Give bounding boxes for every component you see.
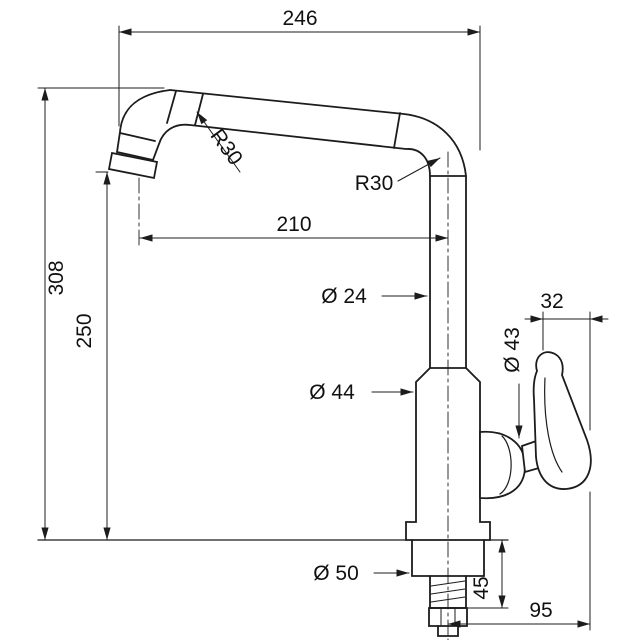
leader-spout-bend-radius: R30 bbox=[196, 111, 247, 173]
faucet-outline bbox=[115, 89, 491, 541]
dim-handle-width: 32 bbox=[524, 290, 609, 431]
leader-riser-bend-radius: R30 bbox=[355, 157, 441, 195]
bend-tangent-tick-1 bbox=[166, 90, 177, 124]
dim-handle-width-label: 32 bbox=[540, 290, 563, 313]
faucet-drawing bbox=[107, 89, 592, 637]
dim-overall-width-label: 246 bbox=[282, 7, 317, 30]
leader-cartridge-diameter: Ø 43 bbox=[501, 327, 524, 439]
leader-line bbox=[196, 111, 241, 173]
dim-spout-reach-label: 210 bbox=[276, 213, 311, 236]
handle-lever bbox=[532, 351, 592, 490]
leader-spout-tube-diameter: Ø 24 bbox=[321, 285, 428, 308]
dim-handle-projection: 95 bbox=[447, 491, 591, 631]
leader-line bbox=[397, 157, 441, 182]
dim-spout-reach: 210 bbox=[139, 213, 449, 242]
dim-overall-width: 246 bbox=[118, 7, 481, 151]
leader-base-diameter: Ø 50 bbox=[313, 562, 410, 585]
riser-bend-radius-label: R30 bbox=[355, 172, 394, 195]
dim-shank-length: 45 bbox=[467, 539, 509, 609]
spout-tip-tick bbox=[119, 132, 156, 142]
dimensions: 246 308 250 210 32 bbox=[37, 7, 609, 631]
dim-spout-height-label: 250 bbox=[73, 313, 96, 348]
dim-total-height: 308 bbox=[37, 87, 165, 541]
supply-tail bbox=[437, 625, 459, 637]
cartridge-diameter-label: Ø 43 bbox=[501, 327, 524, 373]
handle-lever-seam bbox=[544, 377, 563, 473]
centerlines bbox=[138, 151, 449, 640]
leader-body-diameter: Ø 44 bbox=[309, 381, 414, 404]
handle-dome bbox=[479, 430, 526, 500]
bend-tangent-tick-3 bbox=[393, 112, 401, 149]
body-diameter-label: Ø 44 bbox=[309, 381, 355, 404]
base-diameter-label: Ø 50 bbox=[313, 562, 359, 585]
bend-tangent-tick-2 bbox=[194, 93, 204, 126]
handle-dome-seam bbox=[499, 435, 512, 495]
aerator bbox=[107, 151, 159, 180]
drawing-root: 246 308 250 210 32 bbox=[37, 7, 609, 640]
dim-shank-length-label: 45 bbox=[470, 576, 493, 599]
spout-tube-diameter-label: Ø 24 bbox=[321, 285, 367, 308]
dim-total-height-label: 308 bbox=[45, 260, 68, 295]
dim-spout-height: 250 bbox=[73, 171, 111, 541]
dim-handle-projection-label: 95 bbox=[529, 599, 552, 622]
